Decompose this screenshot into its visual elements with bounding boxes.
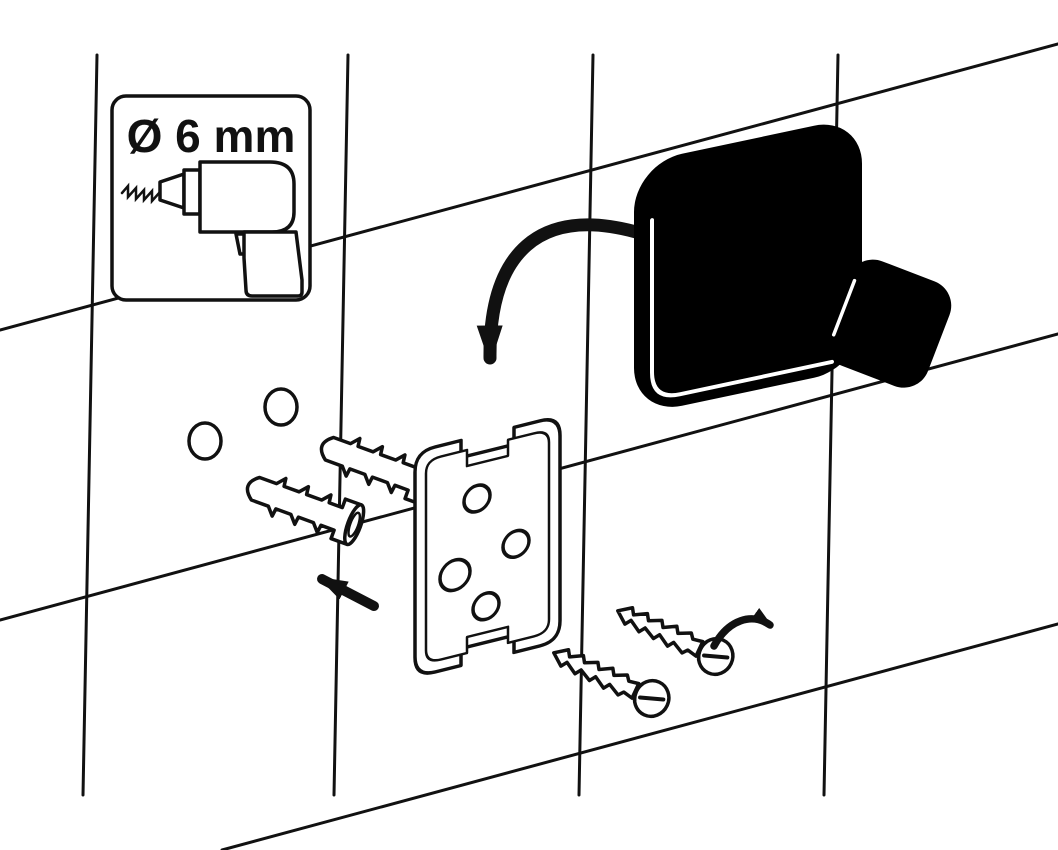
drill-icon [120,160,304,298]
mounting-plate [413,418,562,675]
screw-rotation-arrow-icon [710,607,774,650]
hook-knob-edge-highlight [831,278,857,337]
plate-screw-hole [501,528,531,560]
drill-body [198,160,296,234]
drill-callout: Ø 6 mm [110,94,312,302]
tile-grout-line [220,622,1058,850]
mounting-plate-rim [424,431,551,662]
drill-collar [182,168,202,216]
push-direction-arrow-icon [317,574,379,611]
wall-hook [634,124,952,407]
plate-screw-hole [462,483,492,514]
hook-base-bevel-highlight [650,218,834,398]
hook-knob [825,259,952,388]
drill-handle [242,230,304,298]
tile-grout-line [81,53,99,797]
drill-hole [263,387,299,427]
plate-screw-hole [471,591,501,622]
drilled-holes [187,387,299,461]
drill-bit [120,182,162,205]
drill-chuck [158,172,186,210]
attach-arrow-icon [476,218,643,365]
drill-diameter-label: Ø 6 mm [127,110,296,162]
tile-grout-line [332,53,350,797]
plate-screw-hole [438,557,472,593]
drill-hole [187,421,223,461]
